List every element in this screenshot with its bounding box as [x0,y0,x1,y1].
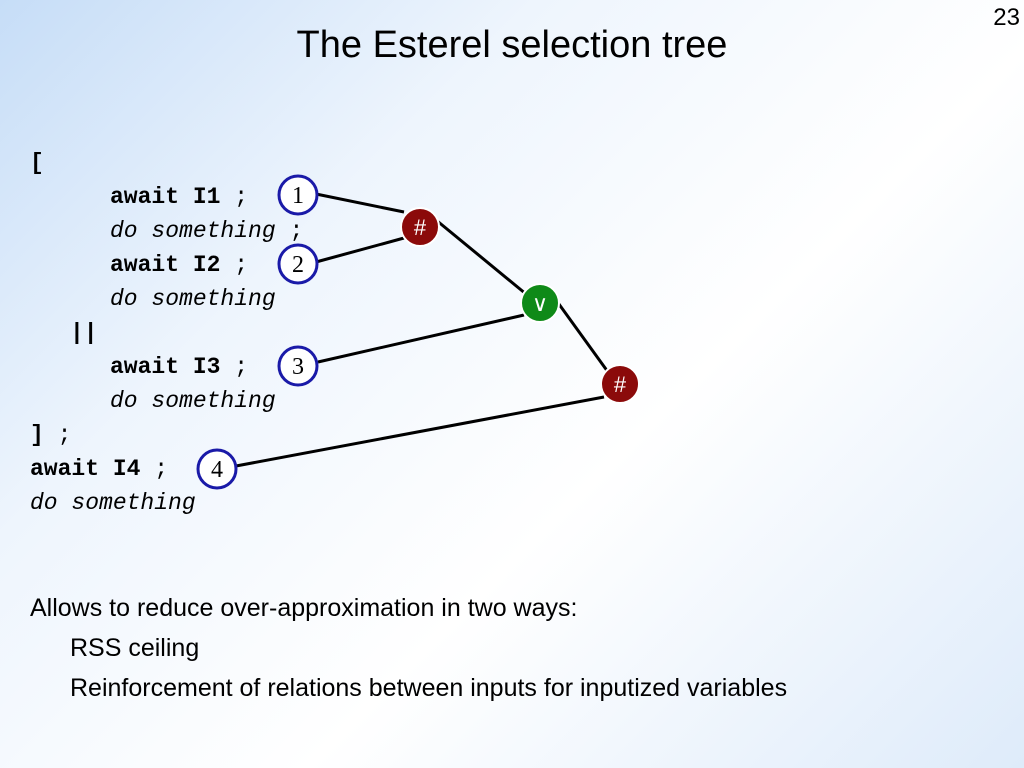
notes-intro: Allows to reduce over-approximation in t… [30,594,578,622]
leaf-node-circle [277,345,319,387]
leaf-node-label: 1 [292,183,304,209]
code-punct: ; [220,354,249,380]
code-punct: ; [275,218,304,244]
edge-leaf2-seq [315,236,405,264]
leaf-node-label: 2 [292,252,304,278]
code-keyword: ] [30,422,44,448]
leaf-node-circle [277,243,319,285]
code-line-do-something-4: do something [30,490,196,516]
notes-list: Allows to reduce over-approximation in t… [30,588,787,708]
edge-seq-par [435,218,527,296]
code-line-do-something-2: do something [110,286,276,312]
code-keyword: await I2 [110,252,221,278]
leaf-node-circle [196,448,238,490]
notes-item-rss-ceiling: RSS ceiling [70,634,200,662]
code-punct: ; [220,184,249,210]
code-line-do-something-3: do something [110,388,276,414]
code-punct: ; [220,252,249,278]
parallel-node-circle [520,283,560,323]
code-keyword: await I1 [110,184,221,210]
edge-leaf4-root [235,395,605,468]
slide-number: 23 [993,4,1020,31]
edge-leaf3-par [317,313,525,364]
code-line-await-i3: await I3 ; [110,350,248,384]
code-punct: ; [43,422,72,448]
sequence-node-upper: # [400,207,440,247]
sequence-node-label: # [414,215,427,240]
leaf-node-label: 4 [211,457,223,483]
code-keyword: await I4 [30,456,141,482]
code-keyword: await I3 [110,354,221,380]
code-italic: do something [110,218,276,244]
notes-item-reinforcement: Reinforcement of relations between input… [70,674,788,702]
parallel-node-label: ∨ [532,291,548,316]
parallel-node: ∨ [520,283,560,323]
sequence-node-circle [400,207,440,247]
leaf-node-1: 1 [277,174,319,216]
code-line-await-i2: await I2 ; [110,248,248,282]
sequence-node-circle [600,364,640,404]
code-line-close-bracket: ] ; [30,418,71,452]
leaf-node-circle [277,174,319,216]
edge-leaf1-seq [315,192,405,214]
code-line-do-something-1: do something ; [110,214,303,248]
leaf-node-label: 3 [292,354,304,380]
leaf-node-3: 3 [277,345,319,387]
tree-edges [235,192,610,468]
code-line-parallel: || [70,320,98,346]
leaf-node-4: 4 [196,448,238,490]
code-line-open-bracket: [ [30,150,44,176]
slide-title: The Esterel selection tree [296,24,728,66]
sequence-node-label: # [614,372,627,397]
code-punct: ; [140,456,169,482]
leaf-node-2: 2 [277,243,319,285]
edge-par-root [554,299,610,373]
sequence-node-root: # [600,364,640,404]
code-line-await-i4: await I4 ; [30,452,168,486]
code-line-await-i1: await I1 ; [110,180,248,214]
